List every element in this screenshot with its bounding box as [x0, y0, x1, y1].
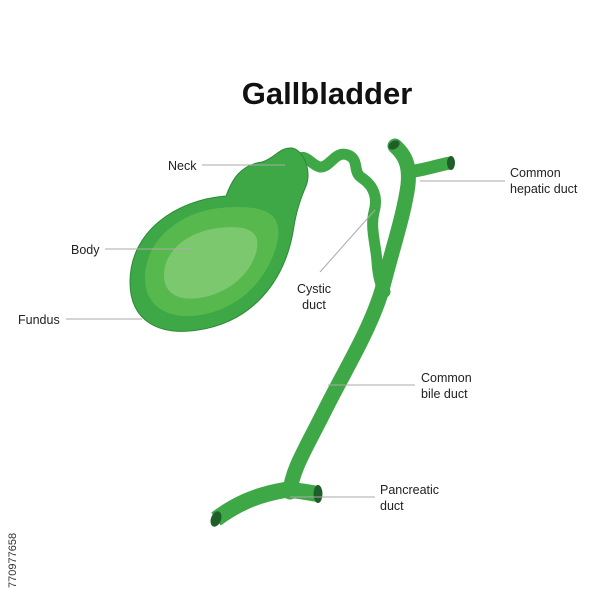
label-body: Body [71, 243, 100, 257]
label-cystic-duct-2: duct [302, 298, 326, 312]
label-common-hepatic-duct-2: hepatic duct [510, 182, 578, 196]
common-bile-duct-shape [282, 138, 455, 500]
label-common-bile-duct-1: Common [421, 371, 472, 385]
label-fundus: Fundus [18, 313, 60, 327]
pancreatic-duct-shape [210, 481, 323, 527]
label-neck: Neck [168, 159, 197, 173]
label-pancreatic-duct-2: duct [380, 499, 404, 513]
cystic-duct-leader [319, 209, 376, 273]
label-common-hepatic-duct-1: Common [510, 166, 561, 180]
label-pancreatic-duct-1: Pancreatic [380, 483, 439, 497]
diagram-title: Gallbladder [242, 76, 413, 111]
gallbladder-shape [129, 147, 309, 332]
label-common-bile-duct-2: bile duct [421, 387, 468, 401]
image-id: 770977658 [7, 533, 19, 588]
cystic-duct-shape [289, 148, 391, 298]
hepatic-duct-end [447, 156, 455, 170]
label-cystic-duct-1: Cystic [297, 282, 331, 296]
